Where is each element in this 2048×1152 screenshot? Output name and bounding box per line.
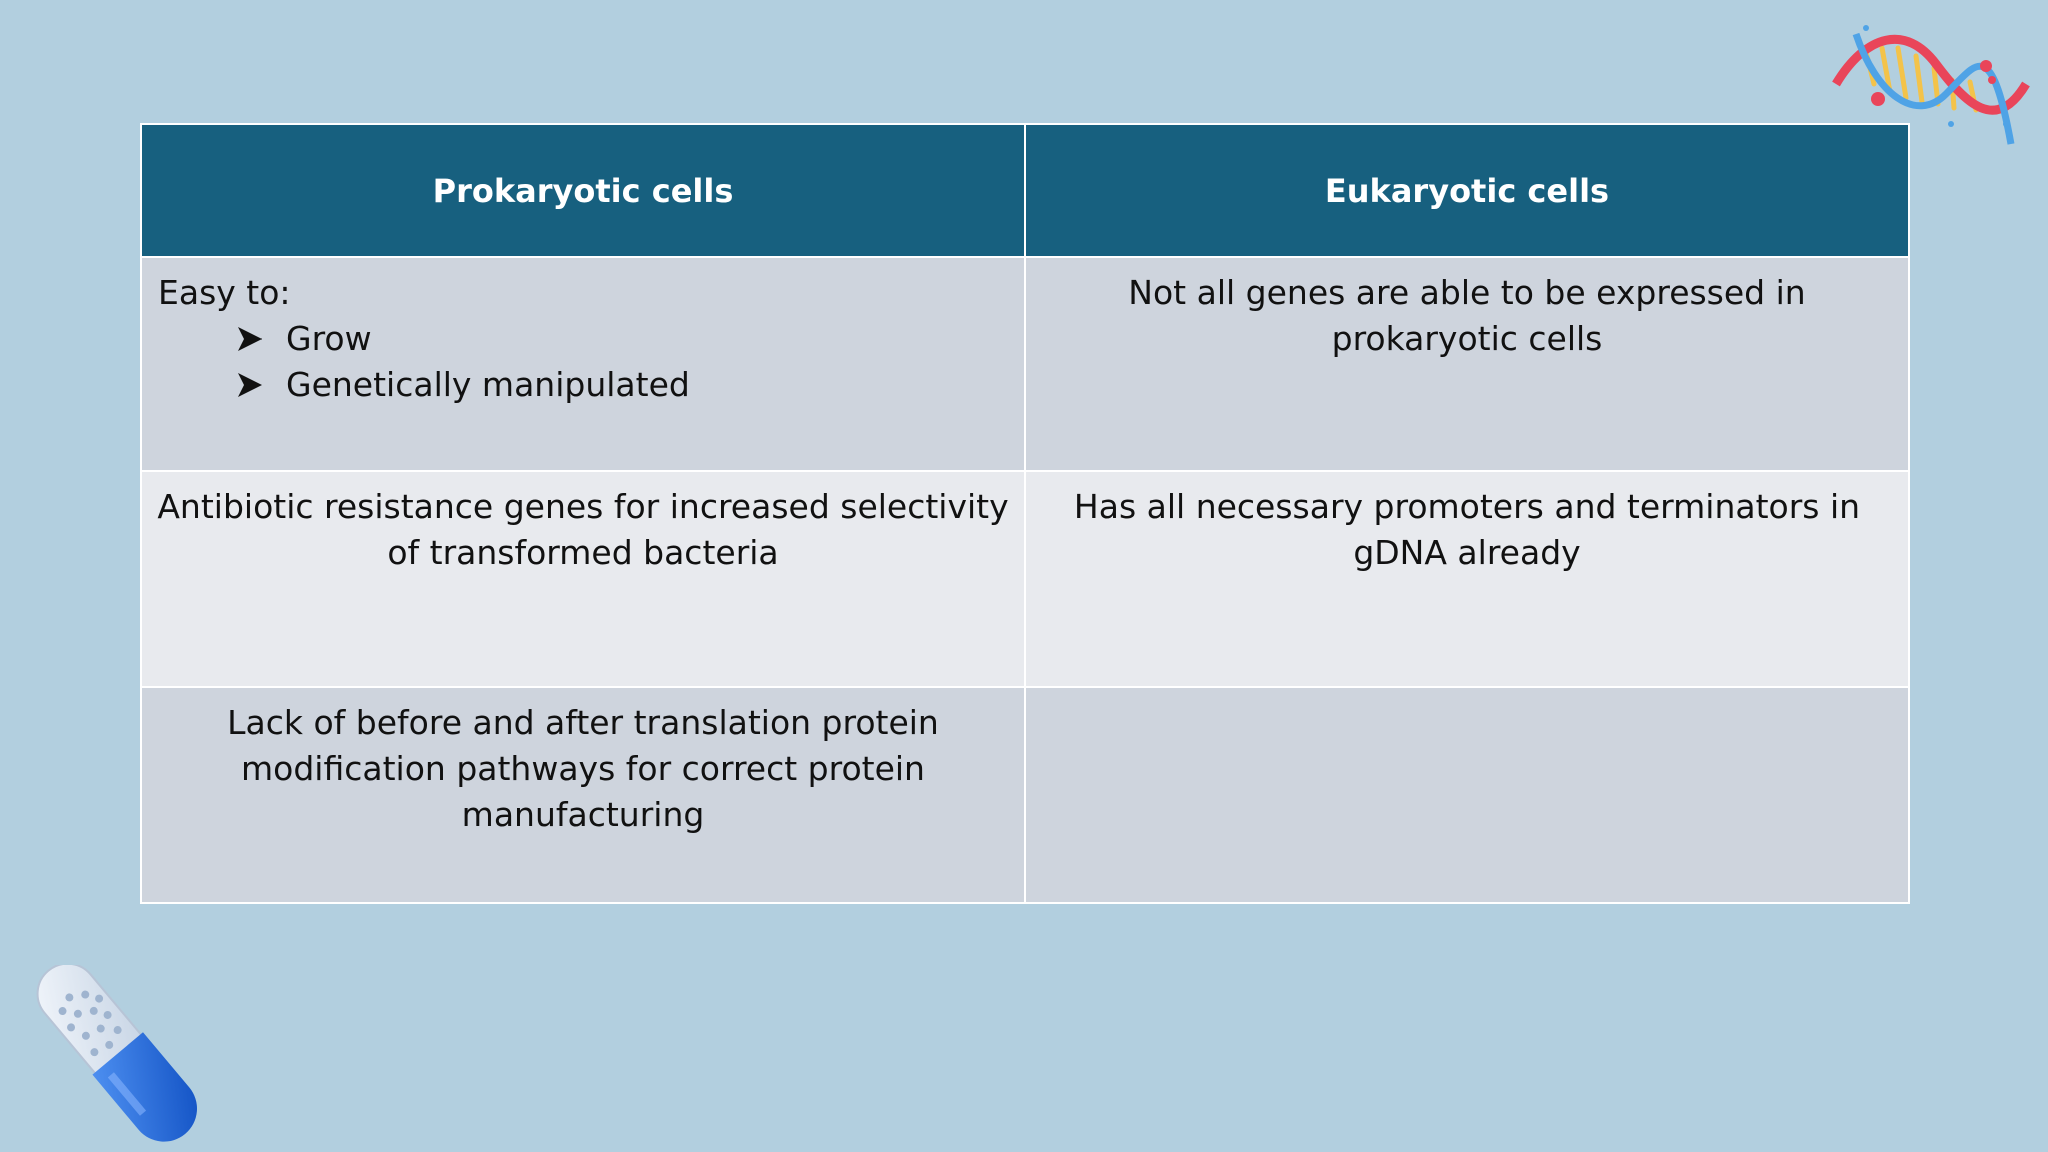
comparison-table: Prokaryotic cells Eukaryotic cells Easy …: [140, 123, 1910, 904]
cell-prokaryotic-2: Antibiotic resistance genes for increase…: [140, 470, 1026, 688]
arrowhead-bullet-icon: [238, 373, 262, 397]
dna-helix-icon: [1832, 25, 2030, 145]
table-header-row: Prokaryotic cells Eukaryotic cells: [140, 123, 1910, 258]
cell-eukaryotic-2: Has all necessary promoters and terminat…: [1024, 470, 1910, 688]
header-eukaryotic: Eukaryotic cells: [1024, 123, 1910, 258]
cell-text: Lack of before and after translation pro…: [227, 703, 939, 834]
cell-prokaryotic-1: Easy to: Grow Genetically manipulated: [140, 256, 1026, 472]
arrowhead-bullet-icon: [238, 327, 262, 351]
cell-text: Antibiotic resistance genes for increase…: [157, 487, 1009, 572]
table-row: Easy to: Grow Genetically manipulated: [140, 256, 1910, 472]
cell-eukaryotic-1: Not all genes are able to be expressed i…: [1024, 256, 1910, 472]
bullet-item: Genetically manipulated: [236, 362, 1010, 408]
bullet-text: Genetically manipulated: [286, 365, 690, 404]
bullet-item: Grow: [236, 316, 1010, 362]
cell-text: [1026, 688, 1908, 700]
header-prokaryotic: Prokaryotic cells: [140, 123, 1026, 258]
table-row: Lack of before and after translation pro…: [140, 686, 1910, 904]
table-row: Antibiotic resistance genes for increase…: [140, 470, 1910, 688]
cell-text: Has all necessary promoters and terminat…: [1073, 487, 1861, 572]
bullet-text: Grow: [286, 319, 372, 358]
easy-to-label: Easy to:: [158, 273, 291, 312]
cell-eukaryotic-3: [1024, 686, 1910, 904]
cell-prokaryotic-3: Lack of before and after translation pro…: [140, 686, 1026, 904]
cell-text: Not all genes are able to be expressed i…: [1128, 273, 1806, 358]
bullet-list: Grow Genetically manipulated: [158, 316, 1010, 408]
capsule-pill-icon: [36, 965, 197, 1142]
